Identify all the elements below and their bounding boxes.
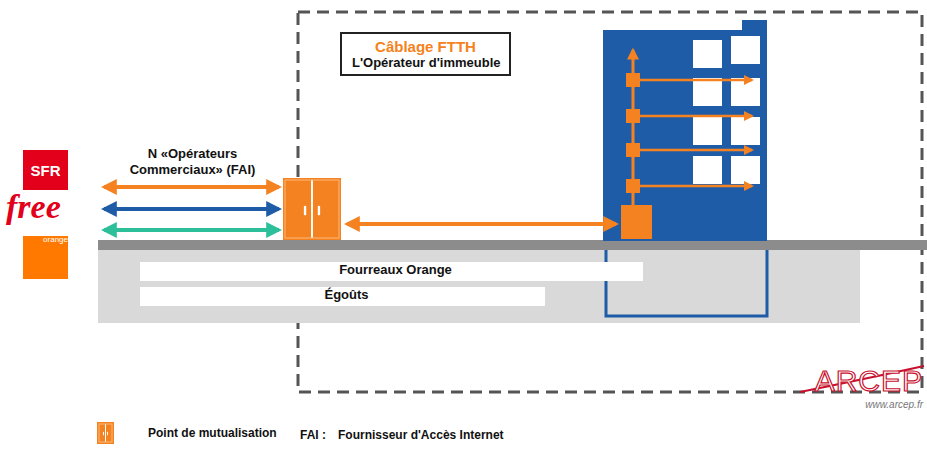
abbr-key: FAI :: [300, 428, 326, 442]
node-text: Câblage FTTH: [352, 38, 499, 55]
node-text: orange: [43, 236, 68, 244]
window: [693, 117, 722, 145]
underground: [98, 249, 860, 323]
floor-box: [626, 73, 640, 87]
operator-link: [104, 185, 279, 189]
arcep-logo: ARCEP: [815, 366, 923, 396]
building-basement: [606, 249, 767, 316]
node-text: Fourreaux Orange: [339, 262, 452, 277]
cabinet-handle: [103, 432, 104, 435]
cabinet-handle: [107, 432, 108, 435]
node-text: Égoûts: [324, 287, 368, 302]
window: [731, 36, 760, 64]
building-point: [621, 205, 652, 239]
building: [603, 20, 767, 241]
cabinet-body: [283, 178, 341, 240]
operator-zone: [298, 12, 922, 392]
sfr-logo: SFR: [23, 150, 68, 190]
window: [693, 78, 722, 106]
floor-box: [626, 143, 640, 157]
cabinet-handle: [318, 206, 320, 215]
orange-logo: orange: [23, 236, 68, 279]
node-text: L'Opérateur d'immeuble: [352, 55, 499, 70]
operator-link: [104, 228, 279, 232]
window: [731, 117, 760, 145]
floor-box: [626, 109, 640, 123]
cabinet-body: [97, 422, 114, 444]
operator-link: [104, 207, 279, 211]
window: [731, 78, 760, 106]
duct-band: Fourreaux Orange: [140, 262, 643, 281]
cabinet-frame: [285, 180, 339, 238]
window: [693, 40, 722, 68]
window: [693, 156, 722, 184]
free-logo: free: [6, 190, 61, 224]
floor-link: [640, 115, 752, 118]
floor-link: [640, 185, 752, 188]
arcep-url: www.arcep.fr: [865, 400, 923, 410]
operator-box: Câblage FTTHL'Opérateur d'immeuble: [340, 32, 511, 76]
ground: [98, 240, 927, 250]
operators-label: N «Opérateurs Commerciaux» (FAI): [110, 146, 275, 177]
floor-link: [640, 79, 752, 82]
sewer-band: Égoûts: [140, 287, 545, 306]
floor-box: [626, 179, 640, 193]
legend-cabinet: [97, 422, 115, 444]
floor-link: [640, 149, 752, 152]
cabinet-handle: [304, 206, 306, 215]
cabinet-frame: [99, 424, 112, 442]
abbr-value: Fournisseur d'Accès Internet: [338, 428, 504, 442]
cabinet-door: [311, 180, 313, 238]
legend-item: Point de mutualisation: [97, 422, 277, 444]
window: [731, 156, 760, 184]
feeder-link: [347, 222, 616, 226]
legend-text: Point de mutualisation: [148, 426, 277, 440]
node-text: SFR: [31, 162, 61, 179]
cabinet: [283, 178, 341, 240]
cabinet-door: [105, 424, 106, 442]
